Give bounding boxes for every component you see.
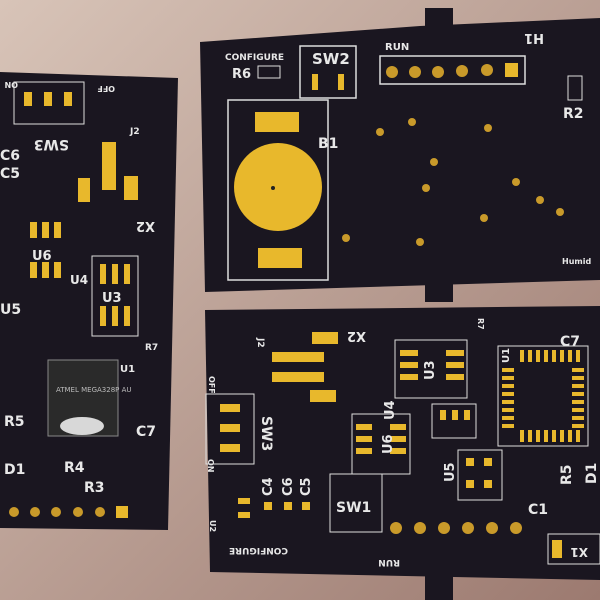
silk-r5: R5 <box>4 414 25 430</box>
silk-u5: U5 <box>0 302 21 318</box>
silk-c1: C1 <box>528 502 548 518</box>
qfp-pad <box>560 430 564 442</box>
header-pins <box>390 522 522 534</box>
qfp-pad <box>528 430 532 442</box>
qfp-pad <box>536 430 540 442</box>
qfp-pad <box>544 350 548 362</box>
u6-pads <box>30 222 61 278</box>
silk-c5: C5 <box>0 166 20 182</box>
qfp-pad <box>572 376 584 380</box>
silk-r7: R7 <box>476 318 485 330</box>
silk-off: OFF <box>97 84 115 93</box>
silk-d1: D1 <box>4 462 25 478</box>
silk-u2: U2 <box>208 520 217 532</box>
silk-c7: C7 <box>136 424 156 440</box>
silk-sw1: SW1 <box>336 500 371 516</box>
qfp-pad <box>572 408 584 412</box>
silk-u3: U3 <box>102 291 122 306</box>
silk-u3: U3 <box>423 360 438 380</box>
silk-u6: U6 <box>32 249 52 264</box>
vias <box>342 118 564 246</box>
qfp-pad <box>576 430 580 442</box>
qfp-pad <box>572 416 584 420</box>
silk-humid: Humid <box>562 257 591 266</box>
u3-pads <box>400 350 464 380</box>
silk-u4: U4 <box>70 273 88 287</box>
silk-r2: R2 <box>563 106 584 122</box>
silk-r5: R5 <box>559 464 575 485</box>
u1-qfp-footprint <box>497 345 589 447</box>
qfp-pad <box>544 430 548 442</box>
silk-h1: H1 <box>524 30 544 45</box>
silk-u6: U6 <box>381 434 396 454</box>
battery-pad <box>234 143 322 231</box>
u6-pads <box>356 424 406 454</box>
qfp-pad <box>502 384 514 388</box>
qfp-pad <box>568 430 572 442</box>
silk-sw2: SW2 <box>312 50 350 68</box>
silk-r4: R4 <box>64 460 85 476</box>
qfp-pad <box>502 376 514 380</box>
qfp-pad <box>572 368 584 372</box>
top-board: CONFIGURE R6 SW2 RUN H1 B1 R2 Humid <box>200 8 600 302</box>
qfp-pad <box>568 350 572 362</box>
bottom-board: J2 X2 R7 U3 U1 C7 U4 U6 U5 R5 C1 D1 OFF … <box>205 306 600 600</box>
left-board: OFF ON SW3 J2 C6 C5 X2 U6 U4 U3 U5 R7 U1… <box>0 72 178 530</box>
silk-d1: D1 <box>584 463 600 484</box>
silk-c7: C7 <box>560 334 580 350</box>
silk-r3: R3 <box>84 480 105 496</box>
silk-run: RUN <box>385 42 409 53</box>
qfp-pad <box>572 424 584 428</box>
silk-c6: C6 <box>0 148 20 164</box>
silk-j2: J2 <box>255 337 265 348</box>
u3-pads <box>100 264 130 326</box>
silk-c5: C5 <box>299 477 314 496</box>
silk-on: ON <box>5 80 19 89</box>
qfp-pad <box>560 350 564 362</box>
qfp-pad <box>576 350 580 362</box>
qfp-pad <box>552 430 556 442</box>
qfp-pad <box>520 350 524 362</box>
silk-x1: X1 <box>570 545 588 559</box>
silk-j2: J2 <box>129 127 140 137</box>
u1-pads <box>502 350 584 442</box>
silk-on: ON <box>206 459 215 473</box>
silk-b1: B1 <box>318 136 338 152</box>
silk-x2: X2 <box>347 328 366 343</box>
qfp-pad <box>502 416 514 420</box>
qfp-pad <box>536 350 540 362</box>
chip-text: ATMEL MEGA328P AU <box>56 386 132 394</box>
silk-u5: U5 <box>443 462 458 482</box>
silk-u1: U1 <box>501 348 512 363</box>
silk-x2: X2 <box>136 218 155 233</box>
qfp-pad <box>572 392 584 396</box>
silk-configure: CONFIGURE <box>229 545 288 555</box>
silk-c4: C4 <box>261 477 276 496</box>
silk-sw3: SW3 <box>34 136 69 152</box>
header-pins <box>386 63 518 78</box>
qfp-pad <box>552 350 556 362</box>
silk-u1: U1 <box>120 364 135 375</box>
qfp-pad <box>572 400 584 404</box>
qfp-pad <box>502 408 514 412</box>
qfp-pad <box>502 400 514 404</box>
silk-c6: C6 <box>281 477 296 496</box>
silk-off: OFF <box>207 376 216 394</box>
silk-configure: CONFIGURE <box>225 53 284 63</box>
qfp-pad <box>502 424 514 428</box>
bottom-header-pins <box>9 506 128 518</box>
silk-r7: R7 <box>145 343 158 353</box>
qfp-pad <box>572 384 584 388</box>
qfp-pad <box>502 368 514 372</box>
silk-r6: R6 <box>232 67 251 82</box>
silk-sw3: SW3 <box>258 416 274 451</box>
qfp-pad <box>520 430 524 442</box>
qfp-pad <box>502 392 514 396</box>
silk-run: RUN <box>378 557 400 567</box>
qfp-pad <box>528 350 532 362</box>
silk-u4: U4 <box>383 400 398 420</box>
